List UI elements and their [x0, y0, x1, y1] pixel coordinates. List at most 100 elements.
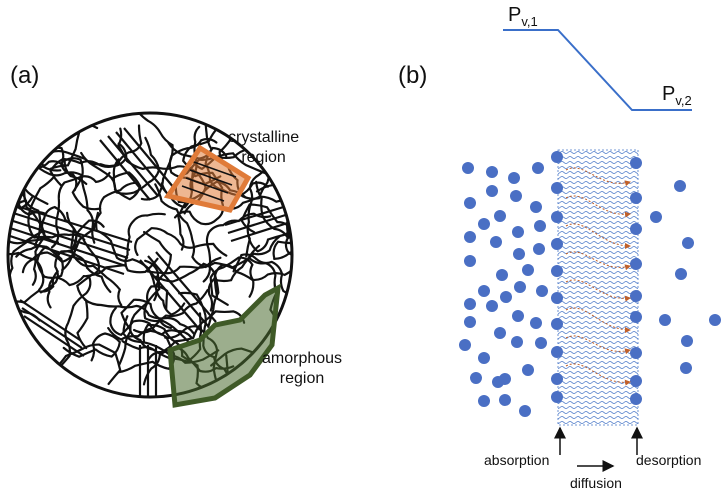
- polymer-chain: [62, 332, 121, 362]
- amorphous-region: [167, 283, 281, 408]
- molecule: [486, 185, 498, 197]
- molecule: [478, 285, 490, 297]
- polymer-circle: [6, 111, 294, 399]
- polymer-chain: [207, 235, 281, 312]
- polymer-chain: [80, 151, 142, 201]
- crystalline-region: [163, 144, 252, 213]
- panel-b-label: (b): [398, 62, 428, 89]
- polymer-chain: [155, 262, 220, 328]
- molecule: [464, 298, 476, 310]
- diffusion-path: [565, 167, 631, 187]
- molecule: [459, 339, 471, 351]
- molecule: [522, 264, 534, 276]
- diffusion-paths: [565, 167, 631, 386]
- molecule: [680, 362, 692, 374]
- polymer-chain: [46, 113, 99, 130]
- molecule: [492, 376, 504, 388]
- crystalline-label-line2: region: [241, 149, 286, 166]
- pressure-high-label: Pv,1: [508, 4, 538, 29]
- molecule: [551, 211, 563, 223]
- molecule: [630, 347, 642, 359]
- membrane-border: [557, 149, 639, 426]
- polymer-chain: [50, 124, 143, 168]
- molecule: [630, 223, 642, 235]
- polymer-chain: [255, 180, 292, 276]
- amorphous-region-label: amorphous region: [262, 349, 342, 389]
- molecule: [478, 352, 490, 364]
- molecule: [532, 162, 544, 174]
- molecule: [551, 373, 563, 385]
- molecule: [511, 336, 523, 348]
- polymer-chain: [8, 216, 45, 291]
- molecule: [536, 285, 548, 297]
- molecule: [496, 269, 508, 281]
- polymer-chain: [27, 175, 86, 241]
- molecule: [674, 180, 686, 192]
- molecule: [675, 268, 687, 280]
- molecule: [630, 311, 642, 323]
- polymer-chain: [202, 212, 272, 283]
- polymer-chain: [273, 230, 292, 260]
- crystalline-label-line1: crystalline: [228, 129, 300, 146]
- molecule: [630, 375, 642, 387]
- molecule: [494, 210, 506, 222]
- polymer-chain: [134, 227, 228, 257]
- polymer-chain: [154, 183, 222, 269]
- molecule: [464, 231, 476, 243]
- polymer-chain: [63, 157, 102, 211]
- diffusion-path: [565, 335, 631, 355]
- amorphous-label-line2: region: [279, 370, 325, 387]
- molecule: [551, 265, 563, 277]
- molecule: [513, 248, 525, 260]
- molecule: [478, 395, 490, 407]
- molecule: [533, 243, 545, 255]
- pressure-profile-line: [503, 29, 692, 111]
- polymer-chain: [8, 119, 34, 157]
- pressure-low-label: Pv,2: [662, 83, 692, 108]
- polymer-chain: [39, 250, 112, 294]
- molecule: [630, 290, 642, 302]
- polymer-chain: [50, 171, 111, 249]
- molecule: [551, 292, 563, 304]
- molecule: [709, 314, 721, 326]
- diffusion-path: [565, 251, 631, 271]
- polymer-chain: [66, 211, 123, 307]
- molecule: [630, 157, 642, 169]
- molecule: [551, 238, 563, 250]
- molecule: [659, 314, 671, 326]
- molecule: [551, 182, 563, 194]
- polymer-chain: [134, 113, 174, 201]
- molecule: [530, 201, 542, 213]
- diffusion-path: [565, 307, 631, 333]
- molecule: [522, 364, 534, 376]
- molecule: [494, 327, 506, 339]
- polymer-chain: [8, 275, 41, 322]
- diffusion-path: [565, 195, 631, 218]
- molecule: [682, 237, 694, 249]
- molecule: [500, 291, 512, 303]
- panel-a-label: (a): [10, 62, 40, 89]
- molecule: [630, 192, 642, 204]
- molecule: [551, 346, 563, 358]
- polymer-chain: [109, 306, 193, 339]
- molecule: [514, 281, 526, 293]
- molecule: [650, 211, 662, 223]
- molecule: [478, 218, 490, 230]
- molecule: [519, 405, 531, 417]
- molecule: [630, 393, 642, 405]
- polymer-chain: [22, 160, 66, 247]
- molecule: [512, 226, 524, 238]
- molecule: [551, 391, 563, 403]
- polymer-chain: [32, 162, 96, 244]
- diffusion-path: [565, 223, 631, 249]
- molecule: [470, 372, 482, 384]
- polymer-chain: [118, 259, 161, 366]
- polymer-chain: [272, 194, 292, 259]
- molecule: [462, 162, 474, 174]
- polymer-chain: [232, 253, 292, 309]
- molecule: [512, 310, 524, 322]
- molecule: [464, 316, 476, 328]
- crystalline-region-label: crystalline region: [228, 128, 299, 168]
- molecule: [499, 394, 511, 406]
